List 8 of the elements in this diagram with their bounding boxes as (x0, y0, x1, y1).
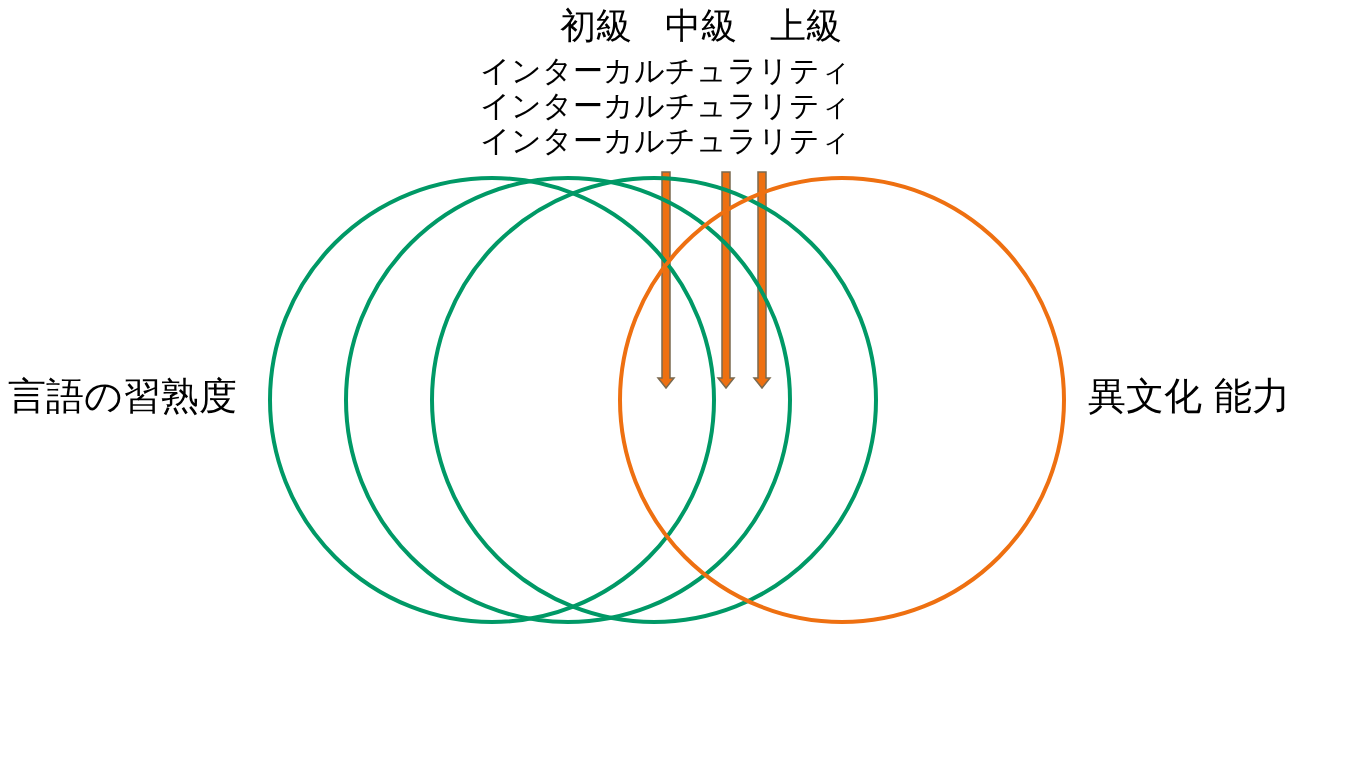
concept-label: インターカルチュラリティ (480, 89, 851, 122)
axis-label: 言語の習熟度 (8, 376, 237, 418)
axis-label: 異文化 能力 (1088, 376, 1291, 418)
concept-label: インターカルチュラリティ (480, 124, 851, 157)
level-label: 中級 (665, 6, 737, 46)
level-label: 初級 (560, 6, 632, 46)
concept-label: インターカルチュラリティ (480, 54, 851, 87)
level-label: 上級 (770, 6, 842, 46)
